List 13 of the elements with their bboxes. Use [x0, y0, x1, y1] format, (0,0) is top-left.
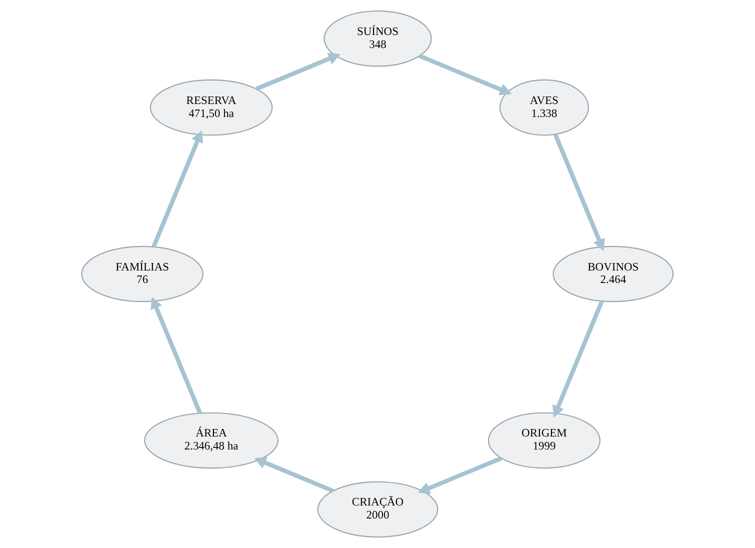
node-ellipse: FAMÍLIAS 76	[81, 246, 204, 302]
node-ellipse: RESERVA 471,50 ha	[150, 79, 273, 136]
arrow	[150, 296, 202, 414]
node-ellipse: BOVINOS 2.464	[552, 246, 674, 302]
arrow	[553, 133, 605, 252]
arrow	[418, 54, 512, 96]
arrow	[418, 456, 502, 494]
node-ellipse: SUÍNOS 348	[324, 10, 432, 67]
arrow	[152, 130, 204, 248]
arrow	[552, 300, 604, 418]
node-ellipse: ORIGEM 1999	[488, 412, 600, 469]
arrow	[254, 456, 334, 493]
arrow	[256, 52, 340, 91]
